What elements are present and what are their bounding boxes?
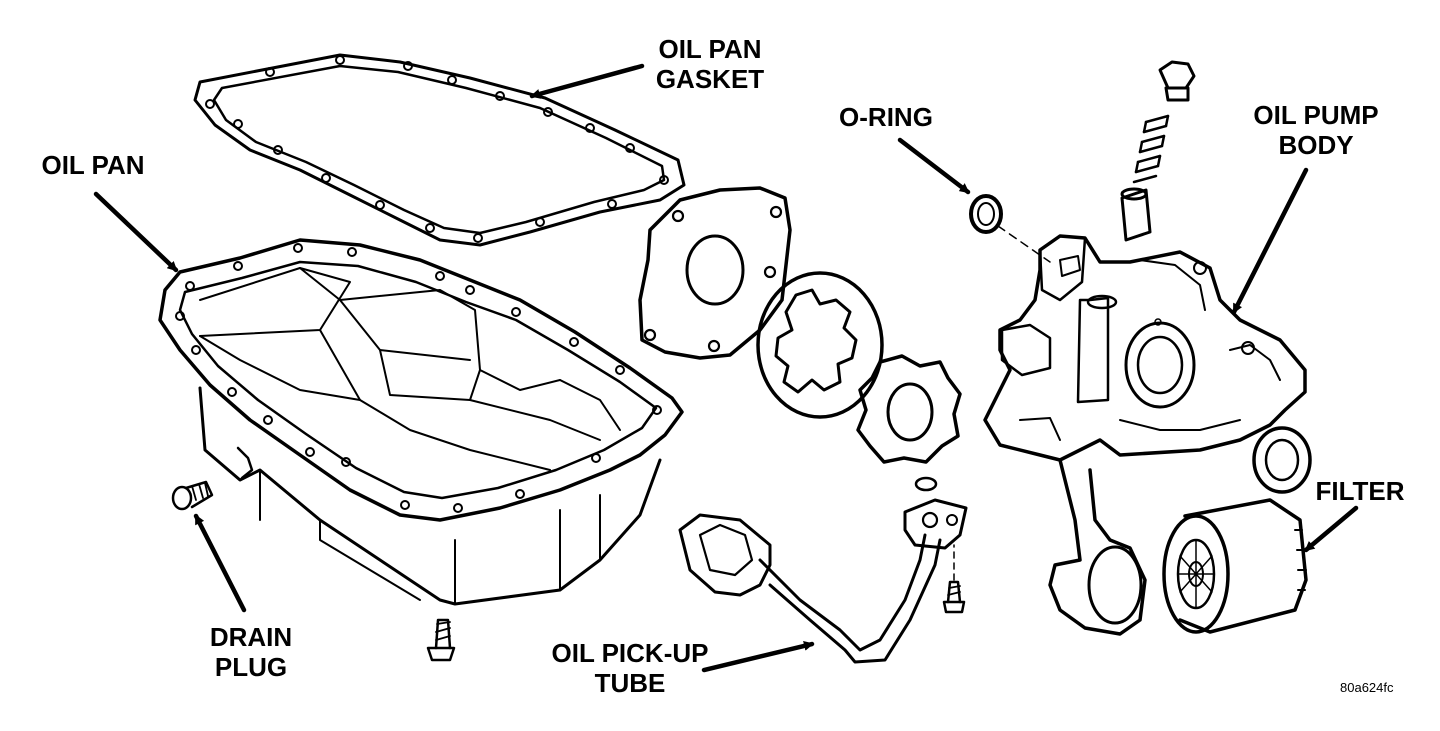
label-oil-pan-gasket-line1: OIL PAN bbox=[658, 34, 762, 64]
label-oil-pan: OIL PAN bbox=[28, 150, 158, 180]
drain-plug-part bbox=[171, 480, 214, 511]
arrow-oil-pickup-tube bbox=[701, 641, 815, 673]
pump-cover-plate bbox=[638, 186, 792, 360]
label-oil-pump-body: OIL PUMP BODY bbox=[1236, 100, 1396, 160]
label-oil-pan-text: OIL PAN bbox=[41, 150, 145, 180]
label-drain-plug-line2: PLUG bbox=[214, 652, 288, 682]
oil-pump-body-part bbox=[983, 234, 1307, 636]
label-oil-pan-gasket-line2: GASKET bbox=[655, 64, 765, 94]
label-oil-pickup-tube-line1: OIL PICK-UP bbox=[551, 638, 709, 668]
relief-valve-plunger bbox=[1120, 187, 1152, 242]
arrow-drain-plug bbox=[193, 513, 247, 613]
relief-valve-cap bbox=[1158, 60, 1196, 102]
inner-rotor bbox=[856, 354, 962, 464]
label-oil-pickup-tube: OIL PICK-UP TUBE bbox=[540, 638, 720, 698]
label-drain-plug-line1: DRAIN bbox=[209, 622, 293, 652]
label-oil-pump-body-line1: OIL PUMP bbox=[1253, 100, 1379, 130]
arrow-oil-pan bbox=[93, 191, 179, 273]
relief-valve-spring bbox=[1132, 114, 1170, 184]
leader-arrows bbox=[93, 63, 1359, 673]
label-filter-text: FILTER bbox=[1315, 476, 1405, 506]
arrow-filter bbox=[1303, 505, 1359, 553]
label-filter: FILTER bbox=[1300, 476, 1420, 506]
oil-pan-gasket bbox=[193, 53, 686, 247]
oil-pickup-tube-part bbox=[678, 498, 968, 664]
label-oil-pan-gasket: OIL PAN GASKET bbox=[640, 34, 780, 94]
arrow-oil-pan-gasket bbox=[529, 63, 645, 99]
label-oil-pickup-tube-line2: TUBE bbox=[594, 668, 666, 698]
label-o-ring-text: O-RING bbox=[839, 102, 933, 132]
oil-pan bbox=[158, 238, 684, 606]
oil-filter-part bbox=[1162, 498, 1308, 634]
arrow-o-ring bbox=[897, 137, 971, 195]
o-ring-part bbox=[969, 194, 1051, 263]
figure-code: 80a624fc bbox=[1340, 680, 1394, 695]
label-drain-plug: DRAIN PLUG bbox=[186, 622, 316, 682]
pickup-o-ring bbox=[914, 476, 938, 492]
label-o-ring: O-RING bbox=[826, 102, 946, 132]
label-oil-pump-body-line2: BODY bbox=[1278, 130, 1354, 160]
seal-part bbox=[1252, 426, 1312, 494]
outer-rotor bbox=[756, 271, 884, 419]
pickup-bolt-part bbox=[942, 544, 966, 614]
arrow-oil-pump-body bbox=[1231, 167, 1309, 315]
pan-bolt-part bbox=[426, 618, 456, 662]
